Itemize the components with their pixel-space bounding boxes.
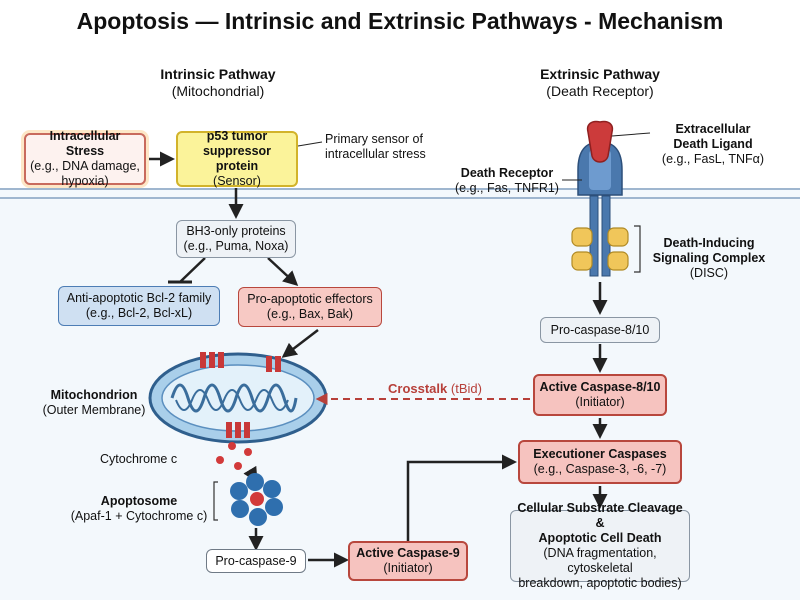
- antiapoptotic-line1: Anti-apoptotic Bcl-2 family: [66, 291, 212, 305]
- disc-line2: Signaling Complex: [652, 251, 766, 265]
- death-line4: breakdown, apoptotic bodies): [518, 576, 682, 590]
- ligand-line1: Extracellular: [675, 122, 751, 136]
- extrinsic-header: Extrinsic Pathway (Death Receptor): [490, 66, 710, 100]
- bh3-line2: (e.g., Puma, Noxa): [183, 239, 289, 253]
- p53-line1: p53 tumor: [206, 129, 268, 143]
- page-title: Apoptosis — Intrinsic and Extrinsic Path…: [76, 8, 724, 34]
- p53-box: p53 tumor suppressor protein (Sensor): [176, 129, 298, 188]
- caspase8-line1: Active Caspase-8/10: [539, 380, 661, 394]
- antiapoptotic-box: Anti-apoptotic Bcl-2 family (e.g., Bcl-2…: [58, 286, 220, 326]
- p53-note-line2: intracellular stress: [325, 147, 426, 161]
- crosstalk-detail: (tBid): [450, 381, 482, 396]
- receptor-line1: Death Receptor: [460, 166, 554, 180]
- cell-membrane-outer: [0, 188, 800, 190]
- receptor-label: Death Receptor (e.g., Fas, TNFR1): [448, 166, 566, 196]
- disc-label: Death-Inducing Signaling Complex (DISC): [644, 236, 774, 281]
- apoptosome-label: Apoptosome (Apaf-1 + Cytochrome c): [64, 494, 214, 524]
- extrinsic-header-sub: (Death Receptor): [546, 83, 654, 99]
- intrinsic-header-title: Intrinsic Pathway: [160, 66, 276, 82]
- cell-death-box: Cellular Substrate Cleavage & Apoptotic …: [510, 501, 690, 590]
- p53-line2: suppressor protein: [202, 144, 272, 173]
- executioner-box: Executioner Caspases (e.g., Caspase-3, -…: [518, 440, 682, 484]
- mito-line2: (Outer Membrane): [42, 403, 146, 417]
- ligand-line2: Death Ligand: [673, 137, 753, 151]
- mitochondrion-label: Mitochondrion (Outer Membrane): [38, 388, 150, 418]
- stress-line3: hypoxia): [61, 174, 109, 188]
- caspase8-line2: (Initiator): [575, 395, 625, 409]
- disc-complex-icon: [571, 227, 629, 271]
- intrinsic-header-sub: (Mitochondrial): [171, 83, 265, 99]
- death-ligand-icon: [586, 120, 614, 163]
- procaspase8-box: Pro-caspase-8/10: [540, 317, 660, 343]
- executioner-line2: (e.g., Caspase-3, -6, -7): [533, 462, 667, 476]
- disc-line3: (DISC): [689, 266, 729, 280]
- mito-line1: Mitochondrion: [50, 388, 138, 402]
- death-line1: Cellular Substrate Cleavage &: [517, 501, 683, 530]
- procaspase9-box: Pro-caspase-9: [206, 549, 306, 573]
- ligand-label: Extracellular Death Ligand (e.g., FasL, …: [653, 122, 773, 167]
- mitochondrion-icon: [148, 352, 328, 444]
- antiapoptotic-line2: (e.g., Bcl-2, Bcl-xL): [85, 306, 193, 320]
- p53-line3: (Sensor): [213, 174, 261, 188]
- apoptosome-bracket: [213, 481, 218, 521]
- disc-line1: Death-Inducing: [663, 236, 755, 250]
- caspase9-line1: Active Caspase-9: [356, 546, 460, 560]
- ligand-line3: (e.g., FasL, TNFα): [661, 152, 765, 166]
- extrinsic-header-title: Extrinsic Pathway: [540, 66, 660, 82]
- arrow-proapoptotic-to-mito: [281, 329, 319, 358]
- receptor-line2: (e.g., Fas, TNFR1): [455, 181, 559, 195]
- caspase8-box: Active Caspase-8/10 (Initiator): [533, 374, 667, 416]
- intracellular-stress-box: Intracellular Stress (e.g., DNA damage, …: [24, 129, 146, 188]
- apoptosome-icon: [230, 473, 283, 526]
- apoptosome-line1: Apoptosome: [100, 494, 178, 508]
- apoptosome-line2: (Apaf-1 + Cytochrome c): [70, 509, 208, 523]
- ligand-pointer: [611, 132, 651, 137]
- proapoptotic-line1: Pro-apoptotic effectors: [247, 292, 373, 306]
- bh3-box: BH3-only proteins (e.g., Puma, Noxa): [176, 220, 296, 258]
- caspase9-line2: (Initiator): [383, 561, 433, 575]
- bh3-line1: BH3-only proteins: [186, 224, 286, 238]
- bax-bak-pore-icon: [200, 352, 281, 438]
- death-line3: (DNA fragmentation, cytoskeletal: [543, 546, 657, 575]
- caspase9-box: Active Caspase-9 (Initiator): [348, 541, 468, 581]
- stress-line1: Intracellular Stress: [49, 129, 121, 158]
- inhibit-bh3-to-antiapoptotic: [179, 257, 206, 283]
- proapoptotic-box: Pro-apoptotic effectors (e.g., Bax, Bak): [238, 287, 382, 327]
- crosstalk-title: Crosstalk: [388, 381, 448, 396]
- crosstalk-label: Crosstalk (tBid): [388, 381, 482, 396]
- arrow-caspase9-to-executioner: [406, 454, 517, 542]
- disc-bracket: [634, 225, 641, 273]
- p53-note-pointer: [297, 141, 323, 147]
- intrinsic-header: Intrinsic Pathway (Mitochondrial): [110, 66, 326, 100]
- executioner-line1: Executioner Caspases: [533, 447, 667, 461]
- death-line2: Apoptotic Cell Death: [538, 531, 662, 545]
- proapoptotic-line2: (e.g., Bax, Bak): [266, 307, 354, 321]
- cytochrome-label: Cytochrome c: [100, 452, 178, 466]
- cytochrome-c-dots: [216, 442, 252, 470]
- p53-note: Primary sensor of intracellular stress: [325, 132, 426, 162]
- p53-note-line1: Primary sensor of: [325, 132, 423, 146]
- stress-line2: (e.g., DNA damage,: [30, 159, 140, 173]
- arrow-bh3-to-proapoptotic: [267, 257, 299, 287]
- cell-membrane-inner: [0, 197, 800, 199]
